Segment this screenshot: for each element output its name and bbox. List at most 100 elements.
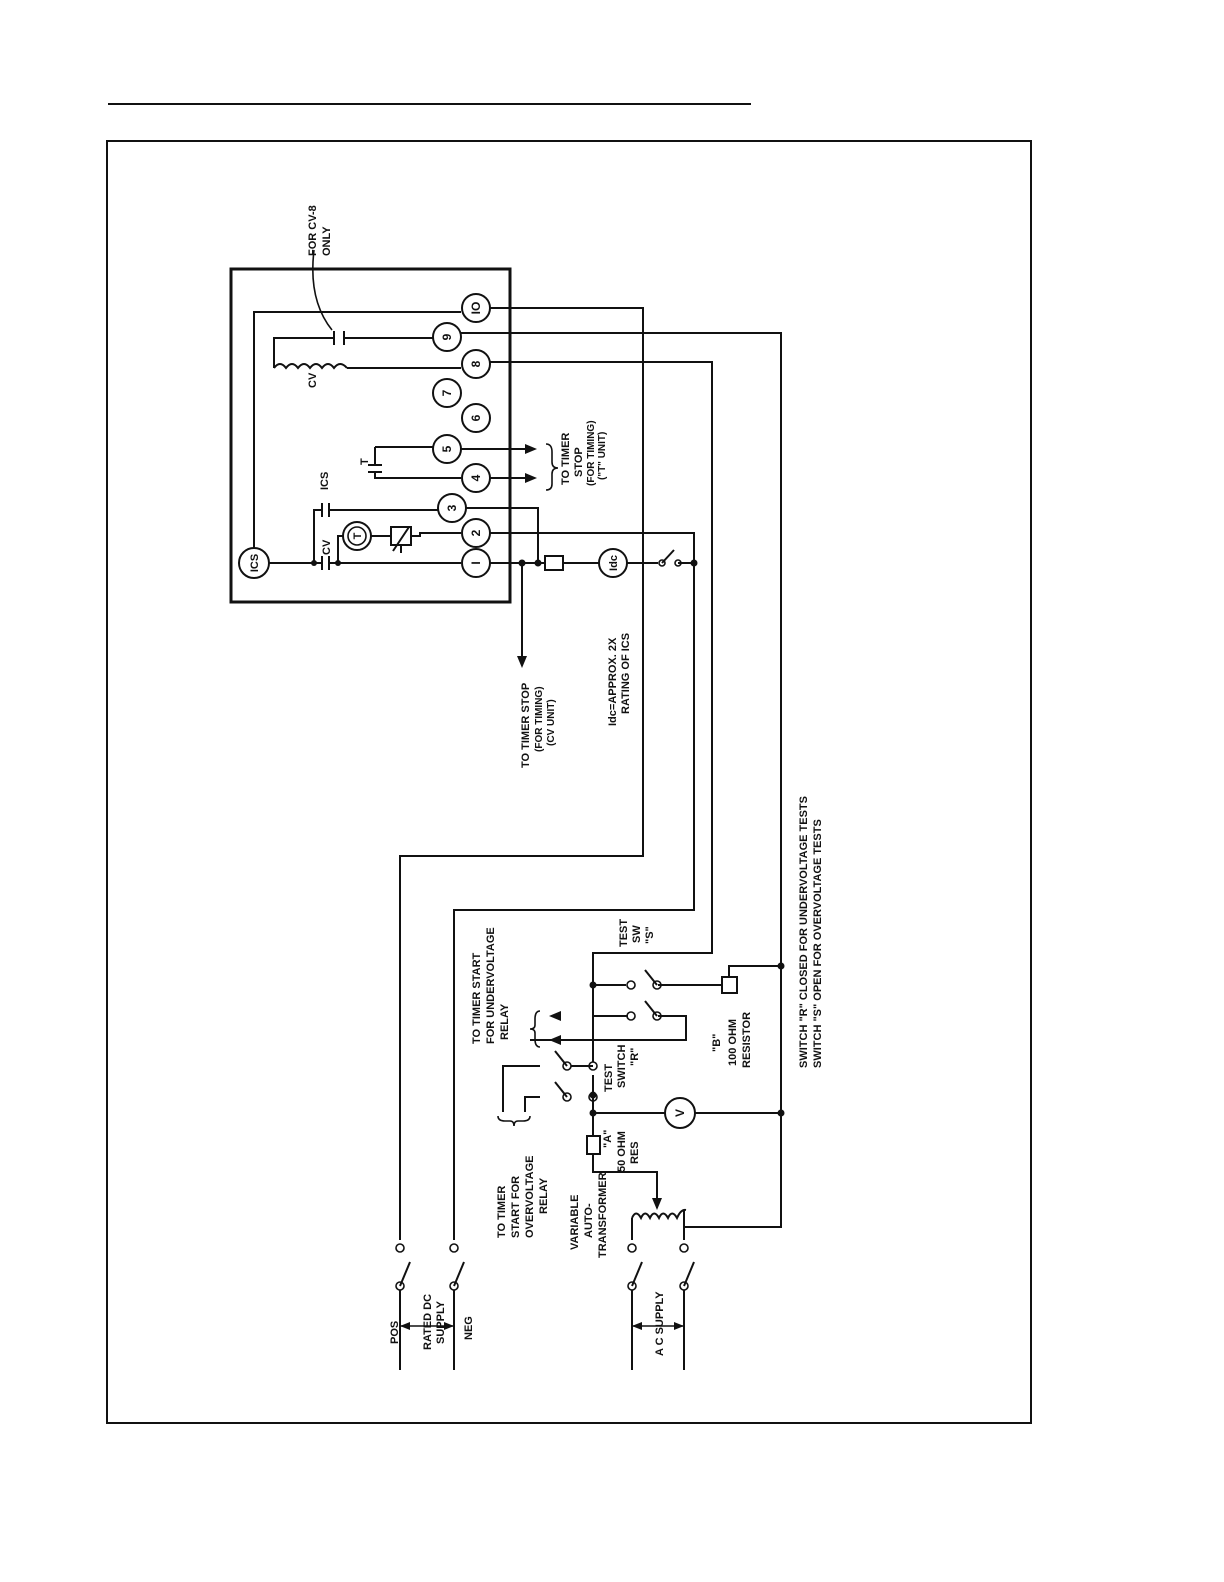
svg-text:RES: RES (629, 1141, 641, 1164)
svg-text:"R": "R" (629, 1048, 641, 1066)
svg-text:TEST: TEST (618, 919, 630, 947)
svg-text:RELAY: RELAY (538, 1177, 550, 1214)
terminal-6-label: 6 (469, 414, 483, 421)
test-switch-r (554, 1050, 598, 1102)
svg-text:TRANSFORMER: TRANSFORMER (597, 1172, 609, 1258)
svg-text:"A": "A" (602, 1130, 614, 1148)
note-idc: Idc=APPROX. 2X RATING OF ICS (607, 633, 632, 726)
note-dc-supply: POS RATED DC SUPPLY NEG (389, 1294, 475, 1350)
svg-text:STOP: STOP (573, 447, 585, 477)
svg-text:Idc=APPROX. 2X: Idc=APPROX. 2X (607, 637, 619, 726)
terminal-9 (432, 322, 462, 352)
contact-symbols (273, 331, 412, 570)
terminal-9-label: 9 (440, 333, 454, 340)
relay-case (229, 267, 512, 604)
svg-text:"S": "S" (644, 926, 656, 944)
terminal-6 (461, 403, 491, 433)
svg-text:(CV UNIT): (CV UNIT) (546, 699, 557, 746)
test-switch-s (626, 969, 662, 1021)
timing-unit-label: T (352, 532, 364, 539)
cv-contact-label: CV (321, 539, 333, 555)
supply-brackets (400, 1322, 684, 1330)
idc-meter (598, 548, 628, 578)
svg-text:SWITCH "R" CLOSED FOR UNDERVOL: SWITCH "R" CLOSED FOR UNDERVOLTAGE TESTS (798, 796, 810, 1068)
terminal-5-label: 5 (440, 445, 454, 452)
svg-text:100 OHM: 100 OHM (727, 1019, 739, 1066)
ics-unit-label: ICS (249, 554, 261, 572)
brace-timer-start-under (529, 1010, 541, 1048)
svg-text:(FOR TIMING): (FOR TIMING) (534, 686, 545, 752)
terminal-7 (432, 378, 462, 408)
svg-text:TO TIMER START: TO TIMER START (471, 952, 483, 1044)
svg-text:SWITCH: SWITCH (616, 1045, 628, 1088)
voltmeter (664, 1097, 696, 1129)
svg-text:FOR UNDERVOLTAGE: FOR UNDERVOLTAGE (485, 927, 497, 1044)
svg-text:TO TIMER: TO TIMER (560, 433, 572, 485)
svg-text:AUTO-: AUTO- (583, 1203, 595, 1238)
ics-unit-circle (238, 547, 270, 579)
svg-text:TEST: TEST (603, 1064, 615, 1092)
cv8-pointer (312, 249, 333, 331)
cv-coil-label: CV (307, 372, 319, 388)
supply-switches (395, 1243, 695, 1291)
note-timer-start-over: TO TIMER START FOR OVERVOLTAGE RELAY (496, 1155, 550, 1238)
svg-text:RESISTOR: RESISTOR (741, 1012, 753, 1068)
svg-text:ONLY: ONLY (321, 226, 333, 256)
svg-text:TO TIMER STOP: TO TIMER STOP (520, 683, 532, 768)
svg-text:RATING OF ICS: RATING OF ICS (620, 633, 632, 714)
note-ac-supply: A C SUPPLY (654, 1291, 666, 1356)
t-contact-label: T (359, 458, 371, 465)
note-autotransformer: VARIABLE AUTO- TRANSFORMER (569, 1172, 609, 1258)
arrows (517, 444, 662, 1210)
terminal-7-label: 7 (440, 389, 454, 396)
terminal-8-label: 8 (469, 360, 483, 367)
shunt-resistor (544, 555, 564, 571)
svg-text:SUPPLY: SUPPLY (435, 1300, 447, 1344)
terminal-8 (461, 349, 491, 379)
ics-contact-label: ICS (319, 472, 331, 490)
note-test-switch-r: TEST SWITCH "R" (603, 1045, 641, 1092)
figure-frame (106, 140, 1032, 1424)
note-timer-start-under: TO TIMER START FOR UNDERVOLTAGE RELAY (471, 927, 511, 1044)
terminal-10-label: IO (469, 302, 483, 315)
resistor-b (721, 976, 738, 994)
timing-unit-circle (342, 521, 372, 551)
note-resistor-b: "B" 100 OHM RESISTOR (711, 1012, 753, 1068)
svg-text:TO TIMER: TO TIMER (496, 1186, 508, 1238)
terminal-4-label: 4 (469, 474, 483, 481)
brace-timer-stop-t (545, 443, 559, 491)
note-for-cv8: FOR CV-8 ONLY (307, 205, 333, 256)
terminal-3-label: 3 (445, 504, 459, 511)
autotransformer-coil (631, 1208, 687, 1221)
terminal-block: I 2 3 4 5 6 7 8 9 IO (432, 293, 491, 578)
svg-text:OVERVOLTAGE: OVERVOLTAGE (524, 1155, 536, 1238)
note-test-sw-s: TEST SW "S" (618, 919, 656, 947)
terminal-2-label: 2 (469, 529, 483, 536)
note-timer-stop-t: TO TIMER STOP (FOR TIMING) ("T" UNIT) (560, 420, 608, 486)
svg-text:"B": "B" (711, 1034, 723, 1052)
junctions (311, 559, 785, 1117)
brace-timer-start-over (497, 1115, 531, 1127)
note-switch-positions: SWITCH "R" CLOSED FOR UNDERVOLTAGE TESTS… (798, 796, 824, 1068)
svg-text:50 OHM: 50 OHM (616, 1131, 628, 1172)
svg-text:VARIABLE: VARIABLE (569, 1195, 581, 1250)
svg-text:SWITCH "S" OPEN FOR OVERVOLTAG: SWITCH "S" OPEN FOR OVERVOLTAGE TESTS (812, 819, 824, 1068)
terminal-1-label: I (469, 561, 483, 564)
top-rule (108, 103, 751, 105)
svg-text:FOR CV-8: FOR CV-8 (307, 205, 319, 256)
svg-text:NEG: NEG (463, 1316, 475, 1340)
svg-text:RATED DC: RATED DC (422, 1294, 434, 1350)
svg-text:RELAY: RELAY (499, 1003, 511, 1040)
note-resistor-a: "A" 50 OHM RES (602, 1130, 641, 1172)
svg-text:SW: SW (631, 925, 643, 943)
resistor-a (586, 1135, 601, 1155)
internal-wiring (253, 311, 461, 564)
svg-text:START FOR: START FOR (510, 1176, 522, 1238)
svg-text:("T" UNIT): ("T" UNIT) (597, 432, 608, 480)
svg-text:POS: POS (389, 1321, 401, 1344)
svg-text:(FOR TIMING): (FOR TIMING) (586, 420, 597, 486)
external-wiring (399, 307, 782, 1370)
note-timer-stop-cv: TO TIMER STOP (FOR TIMING) (CV UNIT) (520, 683, 557, 768)
voltmeter-label: V (673, 1109, 687, 1117)
